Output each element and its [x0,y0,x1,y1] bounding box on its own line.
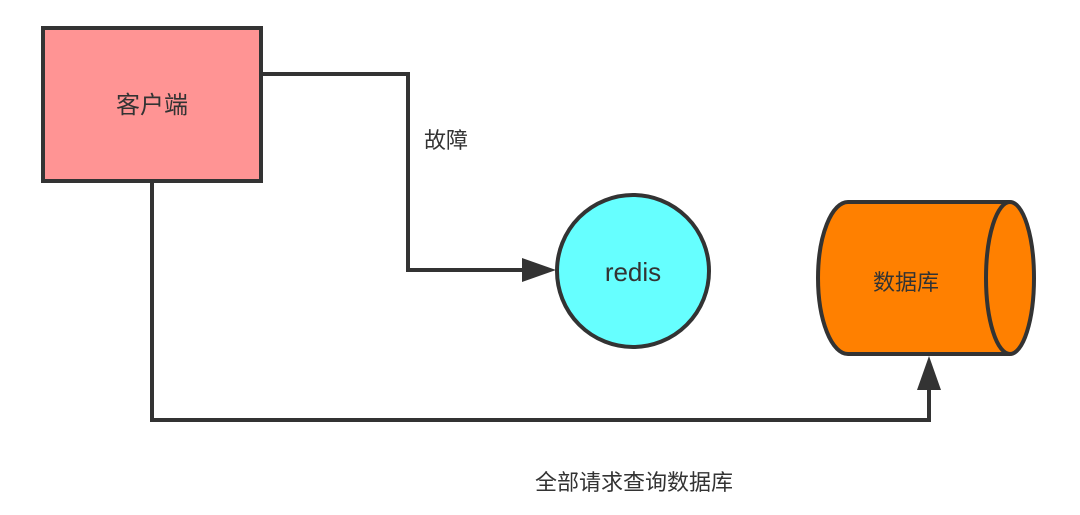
node-redis[interactable]: redis [555,193,711,349]
redis-circle[interactable] [555,193,711,349]
client-label: 客户端 [116,91,188,119]
edge-client-to-database [150,181,941,422]
client-box[interactable] [41,26,263,183]
node-client[interactable]: 客户端 [41,26,263,183]
edge-line-client-to-redis [261,72,524,272]
arrowhead-icon [917,356,941,390]
node-database[interactable]: 数据库 [816,200,1036,356]
edge-label-all-requests: 全部请求查询数据库 [535,471,733,496]
edge-label-fault: 故障 [424,129,468,154]
database-cylinder-body[interactable] [816,200,1010,356]
arrowhead-icon [522,258,556,282]
edge-line-client-to-database [150,181,931,422]
redis-label: redis [605,257,661,287]
database-cylinder-cap [984,200,1036,356]
database-label: 数据库 [873,271,939,296]
edge-client-to-redis [261,72,556,282]
